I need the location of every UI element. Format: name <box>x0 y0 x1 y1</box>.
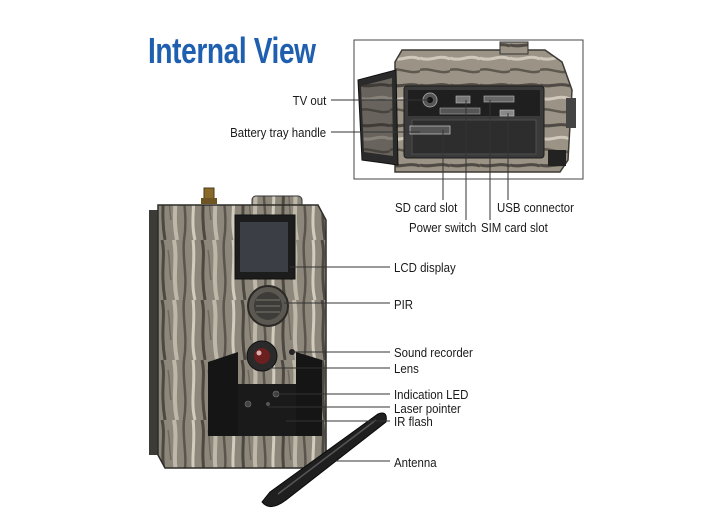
label-ir-flash: IR flash <box>394 414 433 429</box>
page-title: Internal View <box>148 30 316 71</box>
label-laser-pointer: Laser pointer <box>394 401 461 416</box>
label-antenna: Antenna <box>394 455 437 470</box>
label-usb-connector: USB connector <box>497 200 574 215</box>
label-power-switch: Power switch <box>409 220 477 235</box>
camera-body <box>149 187 387 507</box>
label-sound-recorder: Sound recorder <box>394 345 473 360</box>
leader-lines <box>268 99 509 462</box>
label-sd-card-slot: SD card slot <box>395 200 458 215</box>
label-tv-out: TV out <box>292 93 326 108</box>
internal-view-inset <box>353 39 584 180</box>
label-lens: Lens <box>394 361 419 376</box>
label-pir: PIR <box>394 297 414 312</box>
label-lcd-display: LCD display <box>394 260 456 275</box>
label-sim-card-slot: SIM card slot <box>481 220 548 235</box>
label-battery-tray-handle: Battery tray handle <box>229 125 326 140</box>
label-indication-led: Indication LED <box>394 387 469 402</box>
